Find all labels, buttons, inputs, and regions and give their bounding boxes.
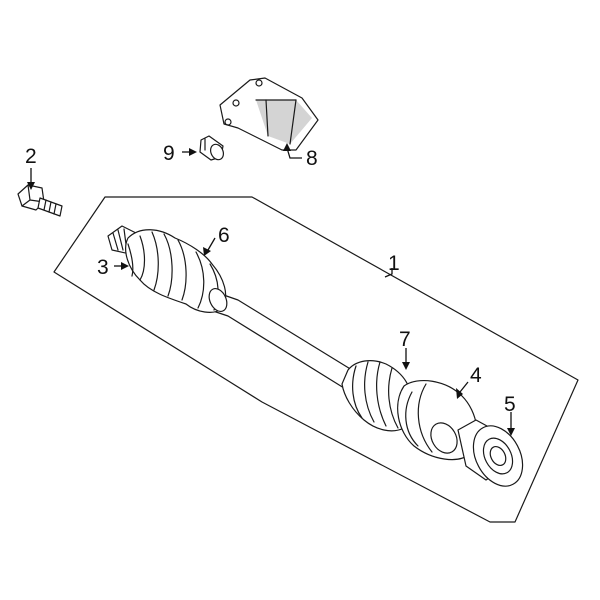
callout-9: 9: [163, 142, 175, 165]
outer-cv-boot: [341, 360, 414, 432]
inner-boot-clamp: [127, 243, 134, 277]
callout-1: 1: [388, 252, 400, 275]
heat-shield: [219, 77, 319, 151]
plug: [199, 135, 225, 161]
outer-cv-joint: [397, 379, 478, 461]
axle-shaft: [209, 291, 353, 389]
leader-lines: [27, 143, 515, 436]
callout-2: 2: [25, 145, 37, 168]
callout-3: 3: [97, 256, 109, 279]
outer-stub-hub: [457, 419, 524, 487]
callout-8: 8: [306, 147, 318, 170]
callout-5: 5: [504, 393, 516, 416]
callout-7: 7: [399, 328, 411, 351]
bolt: [17, 184, 63, 217]
callout-4: 4: [470, 364, 482, 387]
assembly-outline: [53, 196, 579, 523]
inner-cv-boot: [125, 229, 228, 313]
callout-6: 6: [218, 224, 230, 247]
